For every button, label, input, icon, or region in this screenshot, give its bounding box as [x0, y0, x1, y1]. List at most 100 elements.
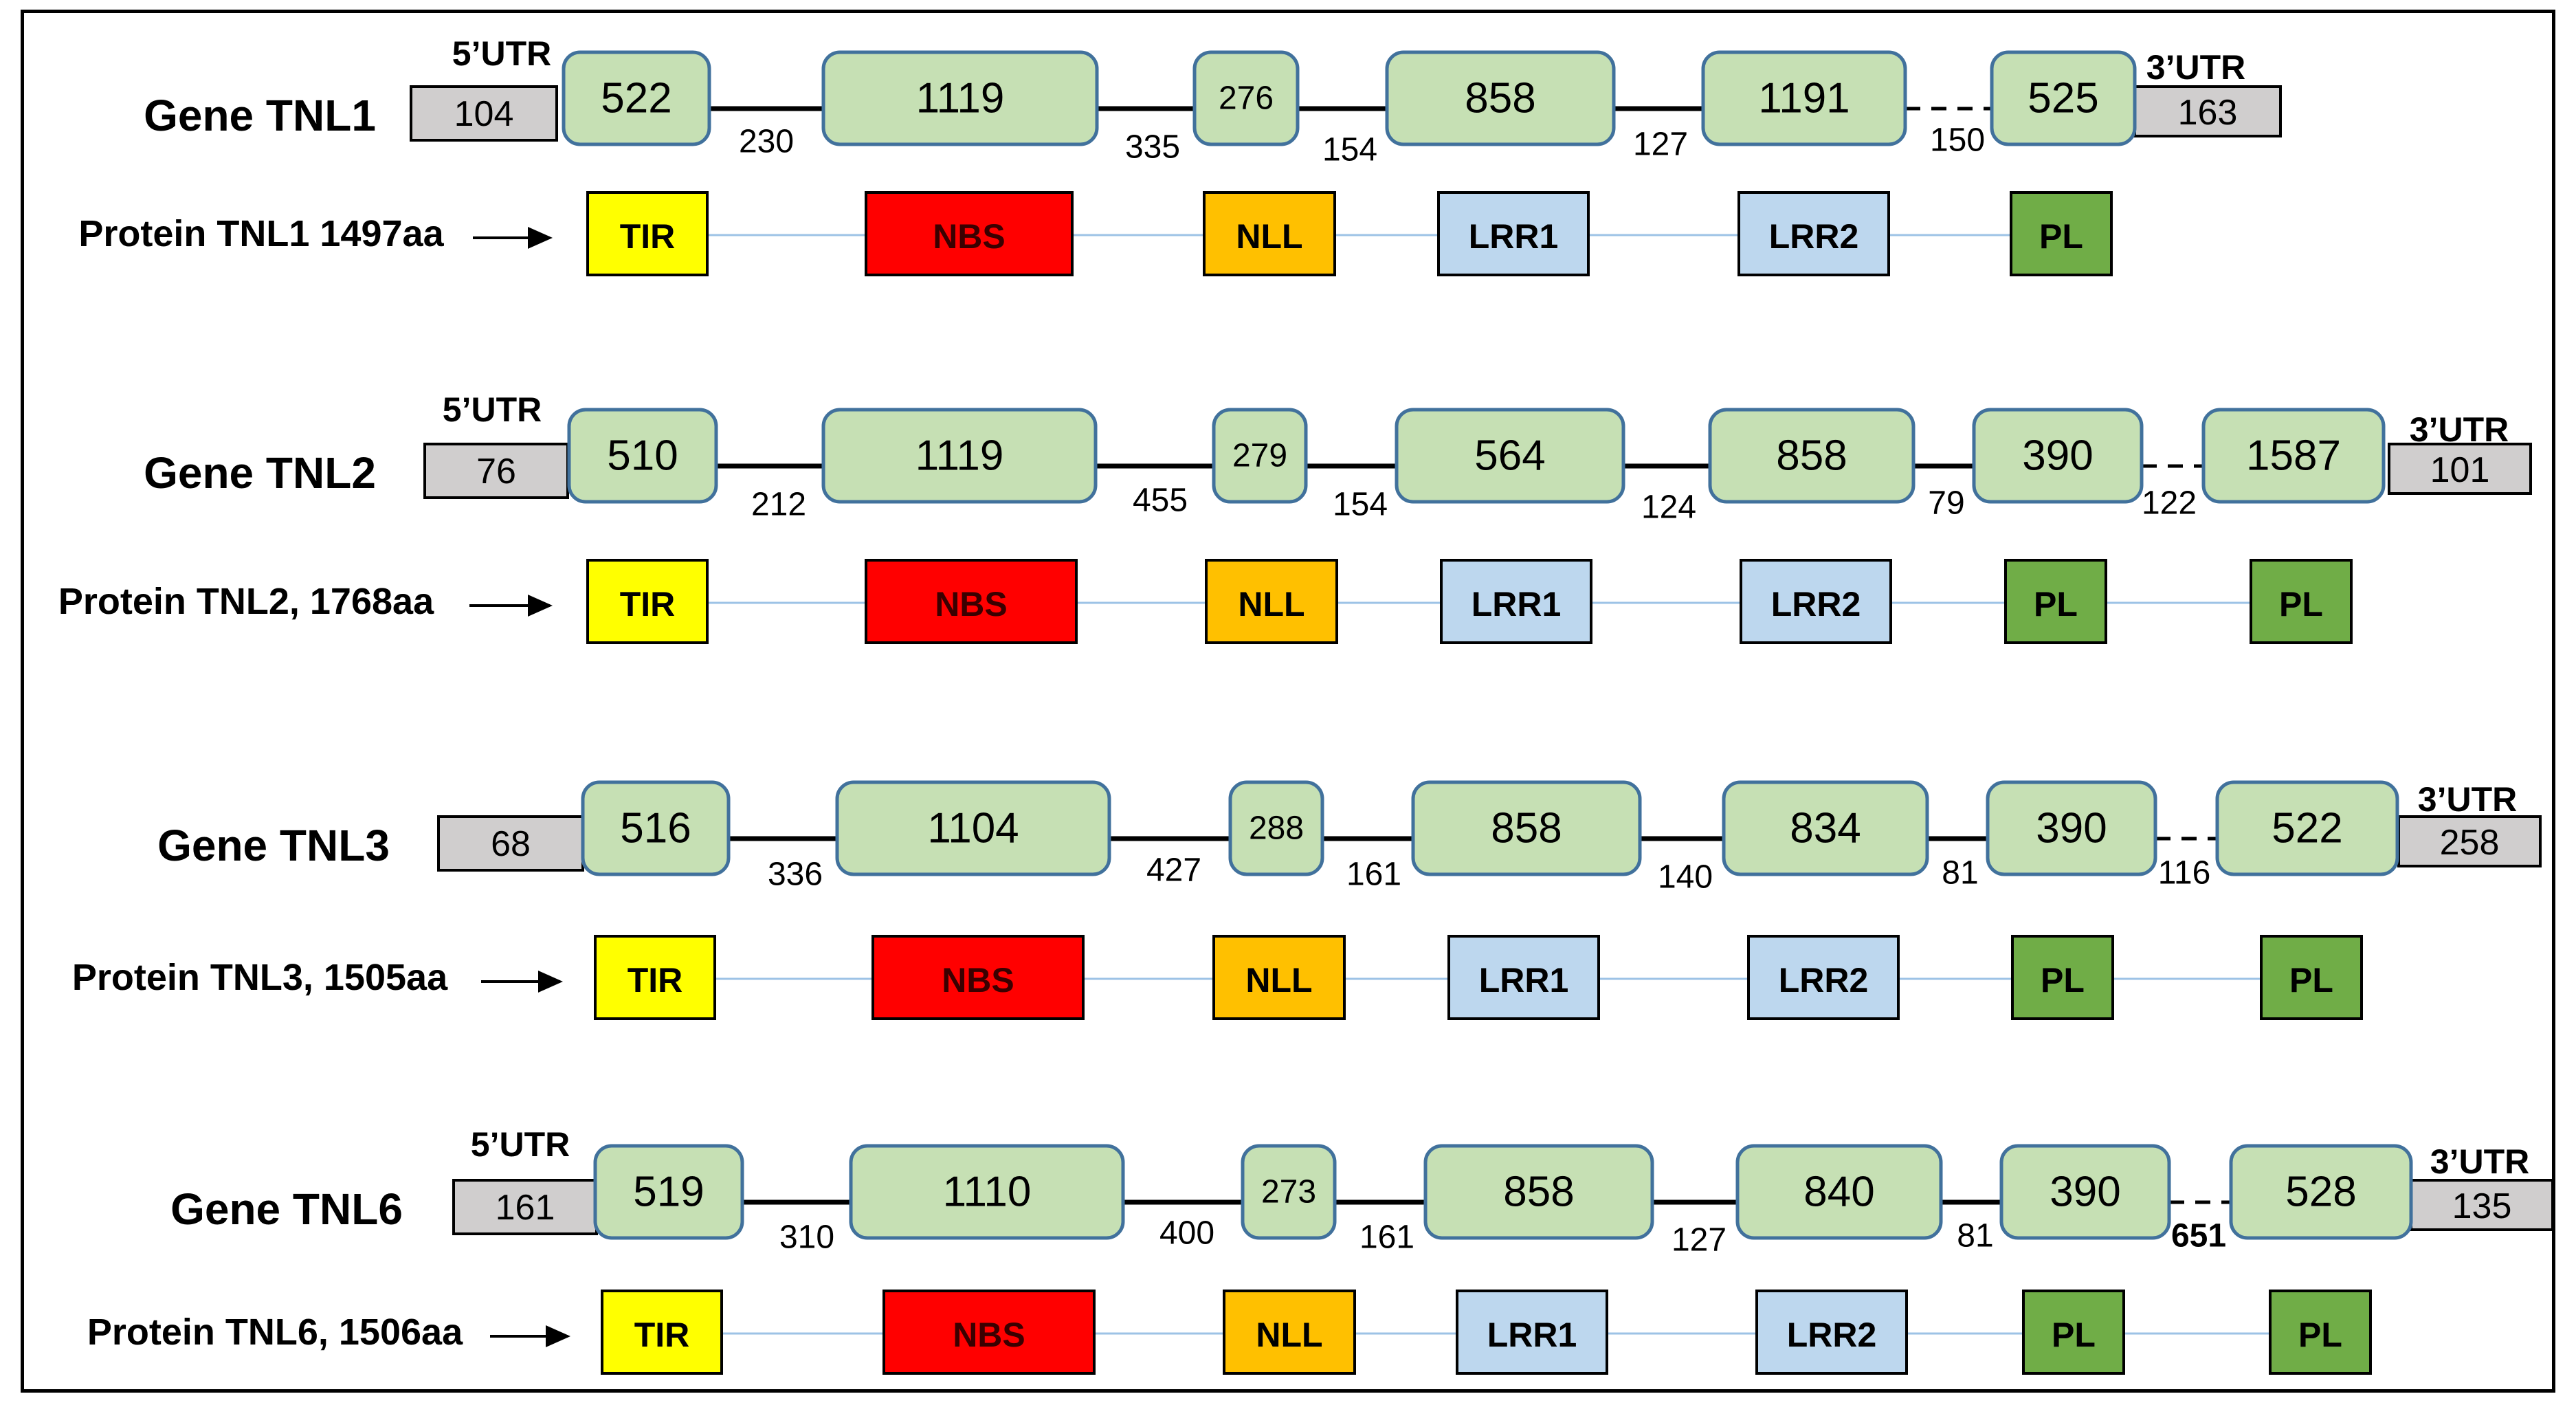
utr5-box — [437, 815, 584, 872]
intron-length: 455 — [1133, 483, 1188, 519]
utr5-length: 76 — [476, 452, 516, 491]
utr5-length: 104 — [454, 94, 514, 134]
intron-length: 161 — [1346, 856, 1401, 893]
domain-pl — [2004, 559, 2107, 644]
exon-length: 1110 — [943, 1169, 1032, 1216]
domain-label: TIR — [620, 217, 676, 256]
exon-length: 840 — [1803, 1169, 1874, 1216]
domain-label: PL — [2052, 1316, 2096, 1354]
domain-nll — [1212, 935, 1346, 1020]
exon-box — [1241, 1144, 1337, 1240]
exon-box — [835, 780, 1111, 876]
protein-label: Protein TNL3, 1505aa — [72, 957, 448, 998]
intron-length: 427 — [1146, 852, 1201, 889]
domain-pl — [2269, 1290, 2372, 1375]
exon-length: 858 — [1503, 1169, 1574, 1216]
domain-nll — [1205, 559, 1338, 644]
domain-label: LRR1 — [1472, 585, 1562, 623]
domain-label: LRR1 — [1469, 217, 1559, 256]
intron-length: 150 — [1930, 122, 1985, 159]
domain-label: LRR2 — [1779, 961, 1869, 999]
utr3-length: 258 — [2440, 823, 2500, 863]
domain-lrr2 — [1740, 559, 1892, 644]
exon-length: 564 — [1474, 432, 1545, 480]
exon-box — [562, 50, 711, 146]
intron-length: 154 — [1322, 132, 1377, 168]
domain-lrr1 — [1440, 559, 1592, 644]
exon-length: 276 — [1219, 80, 1274, 117]
exon-length: 522 — [2272, 805, 2342, 852]
intron-length: 127 — [1633, 126, 1688, 163]
domain-label: LRR1 — [1487, 1316, 1577, 1354]
domain-label: TIR — [620, 585, 676, 623]
exon-box — [849, 1144, 1125, 1240]
exon-length: 834 — [1790, 805, 1861, 852]
domain-label: PL — [2289, 961, 2333, 999]
utr3-label: 3’UTR — [2418, 780, 2517, 819]
domain-label: LRR2 — [1787, 1316, 1877, 1354]
domain-tir — [601, 1290, 723, 1375]
exon-length: 528 — [2285, 1169, 2356, 1216]
exon-box — [1395, 408, 1625, 504]
exon-length: 519 — [633, 1169, 704, 1216]
domain-lrr2 — [1737, 191, 1890, 276]
intron-length: 400 — [1159, 1215, 1214, 1252]
figure-frame — [21, 10, 2555, 1393]
utr3-box — [2397, 815, 2542, 867]
domain-label: PL — [2279, 585, 2323, 623]
intron-length: 122 — [2142, 485, 2197, 522]
utr3-box — [2133, 85, 2282, 137]
domain-label: NBS — [933, 217, 1006, 256]
domain-label: LRR2 — [1769, 217, 1859, 256]
gene-label: Gene TNL3 — [157, 821, 390, 870]
intron-length: 81 — [1957, 1218, 1993, 1254]
utr3-length: 101 — [2430, 450, 2490, 490]
exon-length: 858 — [1465, 75, 1535, 122]
gene-label: Gene TNL1 — [144, 91, 376, 140]
domain-label: NLL — [1238, 585, 1304, 623]
exon-box — [1385, 50, 1616, 146]
domain-label: PL — [2039, 217, 2083, 256]
intron-length: 140 — [1658, 859, 1713, 896]
gene-label: Gene TNL6 — [170, 1184, 403, 1234]
intron-length: 124 — [1641, 489, 1696, 526]
intron-length: 310 — [779, 1219, 834, 1256]
exon-box — [2215, 780, 2399, 876]
domain-lrr1 — [1456, 1290, 1608, 1375]
protein-label: Protein TNL2, 1768aa — [58, 581, 434, 622]
domain-label: NBS — [935, 585, 1008, 623]
exon-length: 1119 — [915, 432, 1004, 480]
exon-length: 858 — [1776, 432, 1847, 480]
domain-lrr1 — [1437, 191, 1590, 276]
exon-box — [1708, 408, 1916, 504]
exon-box — [821, 50, 1099, 146]
domain-nll — [1223, 1290, 1356, 1375]
exon-box — [567, 408, 718, 504]
exon-box — [1999, 1144, 2171, 1240]
domain-pl — [2010, 191, 2113, 276]
domain-nbs — [871, 935, 1085, 1020]
domain-label: NLL — [1236, 217, 1302, 256]
exon-length: 510 — [607, 432, 678, 480]
domain-label: NLL — [1245, 961, 1312, 999]
exon-box — [1228, 780, 1324, 876]
protein-label: Protein TNL6, 1506aa — [87, 1312, 463, 1353]
utr5-length: 68 — [491, 824, 531, 864]
exon-length: 1104 — [927, 805, 1019, 852]
exon-length: 390 — [2022, 432, 2093, 480]
utr3-box — [2410, 1179, 2554, 1231]
domain-label: TIR — [634, 1316, 690, 1354]
exon-length: 1119 — [916, 75, 1005, 122]
intron-length: 651 — [2171, 1218, 2226, 1254]
intron-length: 336 — [768, 856, 823, 893]
domain-label: PL — [2298, 1316, 2342, 1354]
domain-label: LRR1 — [1479, 961, 1569, 999]
exon-length: 390 — [2036, 805, 2107, 852]
exon-length: 516 — [620, 805, 691, 852]
domain-tir — [594, 935, 716, 1020]
utr5-label: 5’UTR — [471, 1125, 570, 1164]
